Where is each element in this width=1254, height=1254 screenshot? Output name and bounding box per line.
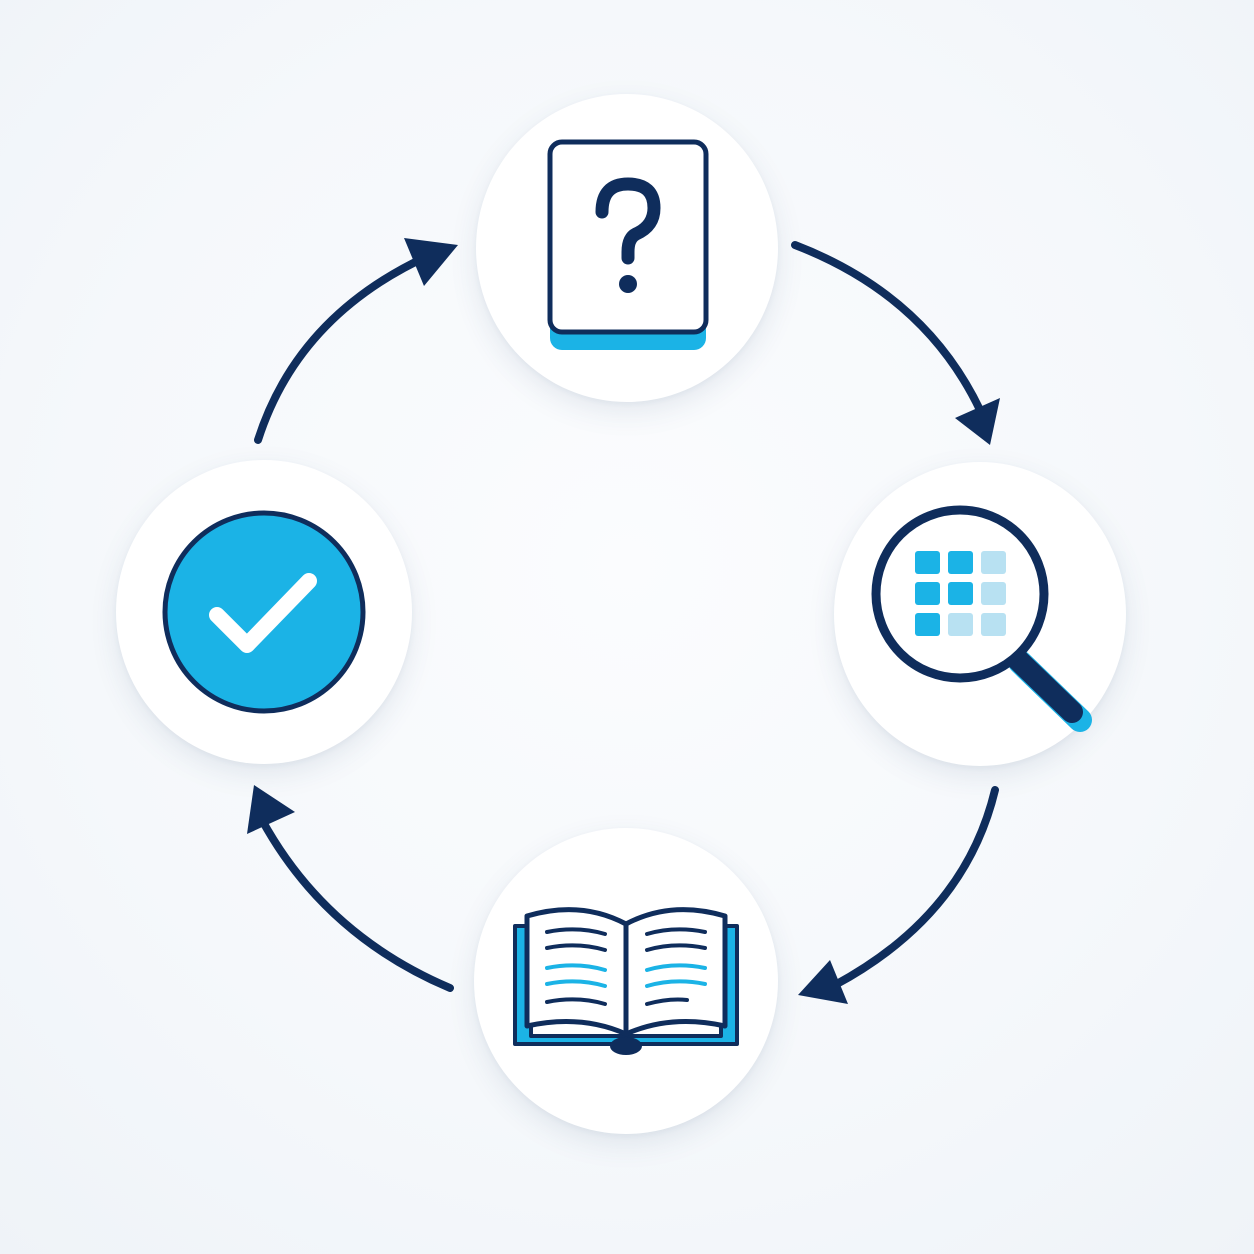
- checkmark-circle-icon: [162, 510, 366, 714]
- connector-top-to-right: [791, 241, 984, 414]
- magnifier-grid-icon: [871, 505, 1092, 732]
- step-question[interactable]: [476, 94, 778, 402]
- connector-left-to-top: [254, 251, 434, 444]
- question-card-icon: [547, 139, 709, 350]
- arrowhead-right: [955, 398, 1000, 445]
- step-analyze[interactable]: [834, 462, 1126, 766]
- arrowhead-top: [404, 238, 458, 286]
- arrowhead-bottom: [798, 960, 848, 1004]
- arrowhead-left: [247, 785, 295, 834]
- step-learn[interactable]: [474, 828, 778, 1134]
- step-complete[interactable]: [116, 460, 412, 764]
- open-book-icon: [513, 907, 739, 1055]
- connector-right-to-bottom: [831, 786, 999, 989]
- connector-bottom-to-left: [258, 816, 454, 992]
